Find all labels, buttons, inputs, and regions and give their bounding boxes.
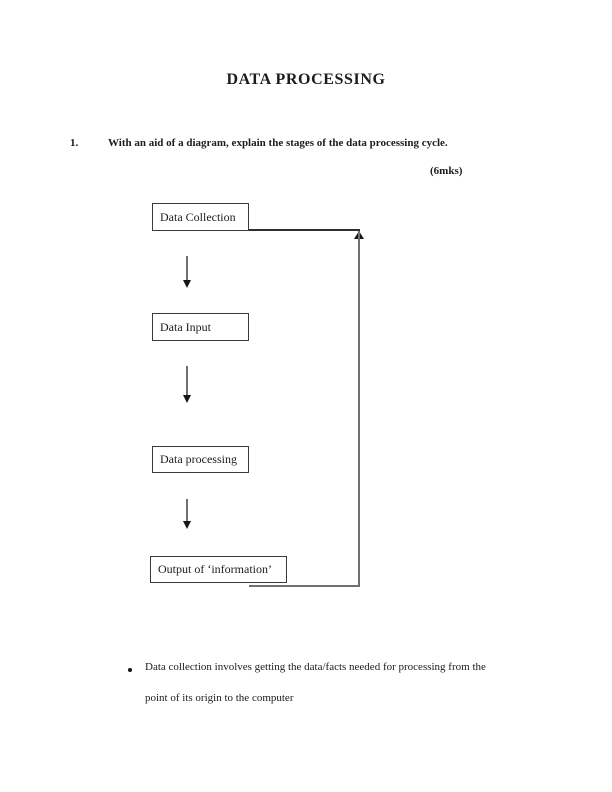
flow-box-label: Output of ‘information’ [158,562,272,576]
flow-box-label: Data processing [160,452,237,466]
flow-box-data-input: Data Input [152,313,249,341]
flow-box-output-of-information: Output of ‘information’ [150,556,287,583]
flow-box-label: Data Collection [160,209,236,224]
feedback-loop-bottom-line [249,585,360,587]
bullet-note: Data collection involves getting the dat… [145,652,486,714]
bullet-note-line: Data collection involves getting the dat… [145,661,486,673]
connector-line-3 [186,499,188,522]
down-arrowhead-icon [183,280,191,288]
down-arrowhead-icon [183,395,191,403]
feedback-loop-vertical-line [358,231,360,587]
flow-box-label: Data Input [160,319,211,334]
flow-box-data-processing: Data processing [152,446,249,473]
bullet-note-line: point of its origin to the computer [145,692,294,704]
page-title: DATA PROCESSING [226,71,386,88]
feedback-loop-top-line [249,229,360,231]
connector-line-2 [186,366,188,396]
down-arrowhead-icon [183,521,191,529]
flow-box-data-collection: Data Collection [152,203,249,231]
question-number: 1. [70,137,79,149]
question-text: With an aid of a diagram, explain the st… [108,137,448,149]
connector-line-1 [186,256,188,281]
bullet-icon [128,668,132,672]
marks-label: (6mks) [430,165,463,177]
